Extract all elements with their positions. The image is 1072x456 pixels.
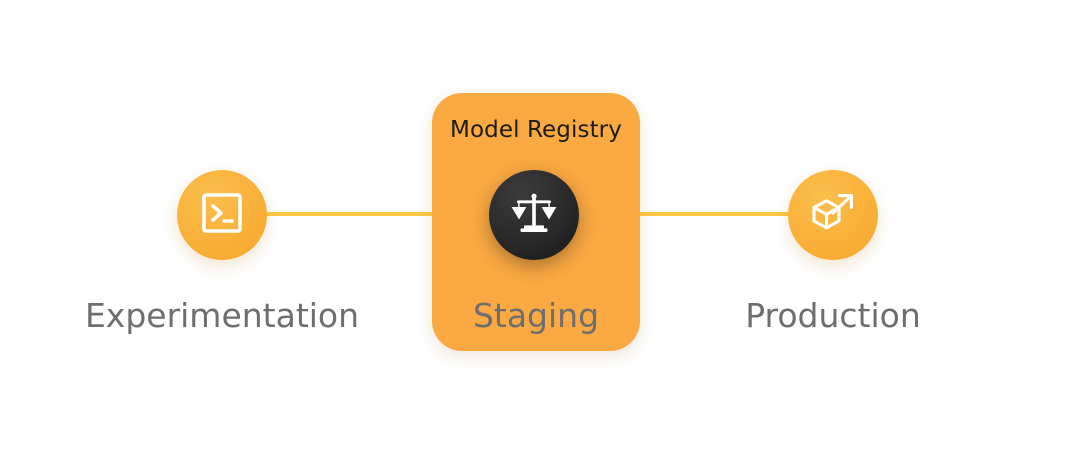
cube-arrow-icon	[808, 188, 858, 242]
terminal-icon	[198, 189, 246, 241]
production-node[interactable]	[788, 170, 878, 260]
experimentation-node[interactable]	[177, 170, 267, 260]
stage-label-production: Production	[745, 296, 921, 335]
connector-staging-to-production	[528, 212, 816, 216]
stage-label-experimentation: Experimentation	[84, 296, 360, 335]
balance-scales-icon	[509, 188, 559, 242]
model-registry-title: Model Registry	[450, 117, 622, 143]
connector-experimentation-to-staging	[248, 212, 528, 216]
model-registry-node[interactable]	[489, 170, 579, 260]
stage-label-staging: Staging	[472, 296, 600, 335]
